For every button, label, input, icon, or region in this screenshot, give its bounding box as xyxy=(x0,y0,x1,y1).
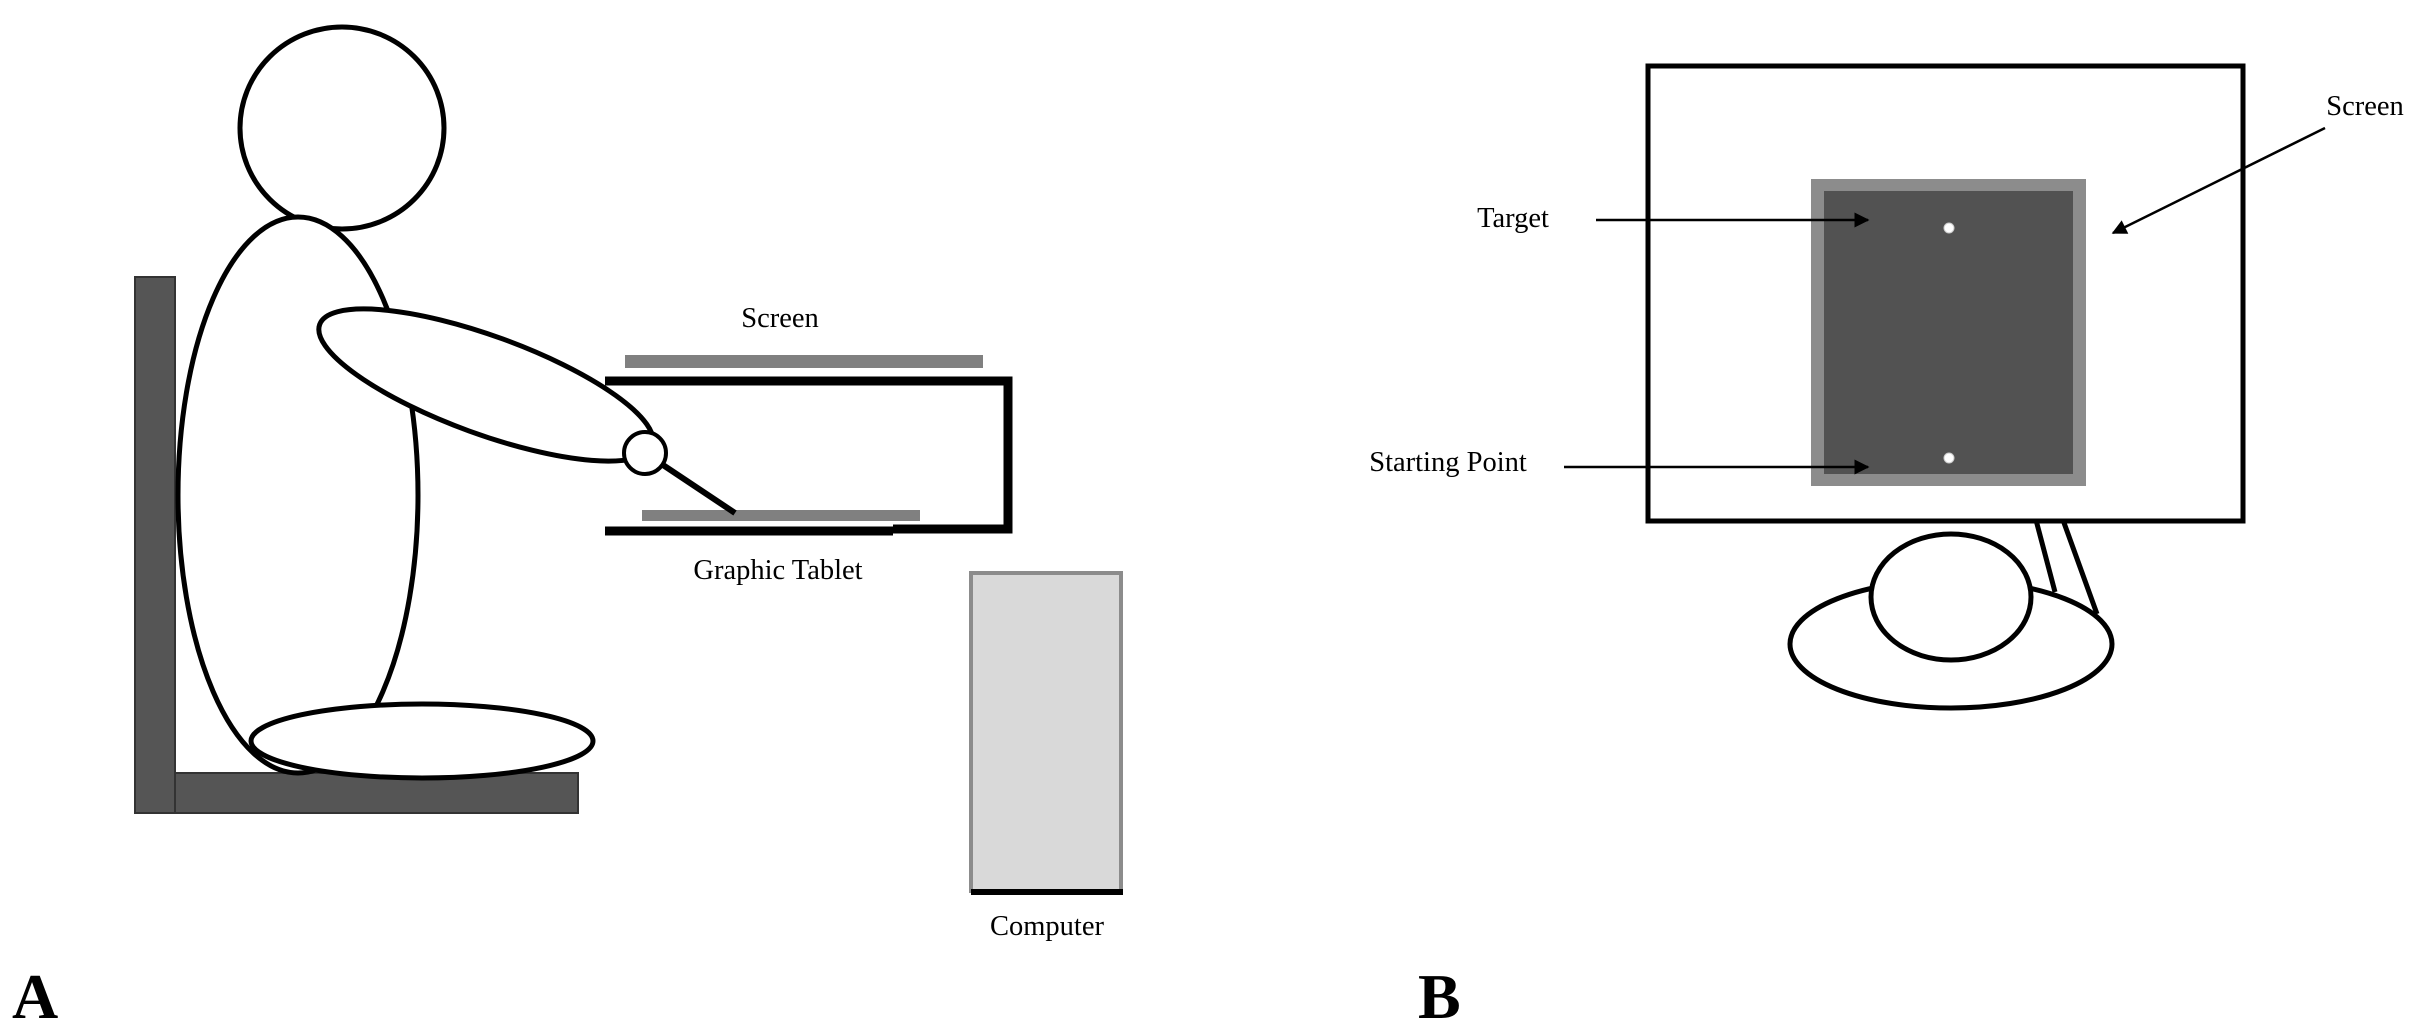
target-label: Target xyxy=(1477,203,1549,234)
panel-b: Screen Target Starting Point B xyxy=(1369,63,2404,1032)
screen-label-a: Screen xyxy=(741,303,819,334)
panel-letter-a: A xyxy=(12,961,58,1032)
setup-frame xyxy=(605,376,1013,534)
stand-arm-2 xyxy=(2060,519,2100,615)
stand-arm-1 xyxy=(2033,519,2058,593)
person-torso xyxy=(175,214,421,776)
seated-person xyxy=(175,24,656,781)
display-area xyxy=(1824,191,2073,474)
screen-arrow xyxy=(2111,126,2326,235)
computer-label: Computer xyxy=(990,911,1104,942)
computer-tower xyxy=(969,571,1123,893)
starting-point-dot xyxy=(1943,452,1955,464)
person-head xyxy=(237,24,447,232)
graphic-tablet xyxy=(642,510,920,521)
screen-bar xyxy=(625,355,983,368)
graphic-tablet-label: Graphic Tablet xyxy=(693,555,862,586)
panel-a: Screen Graphic Tablet Computer A xyxy=(12,24,1123,1032)
chair xyxy=(134,276,579,814)
starting-point-label: Starting Point xyxy=(1369,447,1527,478)
monitor-stand xyxy=(1787,519,2115,711)
target-dot xyxy=(1943,222,1955,234)
screen-label-b: Screen xyxy=(2326,91,2404,122)
person-thigh xyxy=(248,701,596,781)
stand-neck xyxy=(1868,531,2034,663)
chair-seat xyxy=(174,772,579,814)
hand xyxy=(622,430,668,476)
chair-backrest xyxy=(134,276,176,814)
panel-letter-b: B xyxy=(1418,961,1461,1032)
